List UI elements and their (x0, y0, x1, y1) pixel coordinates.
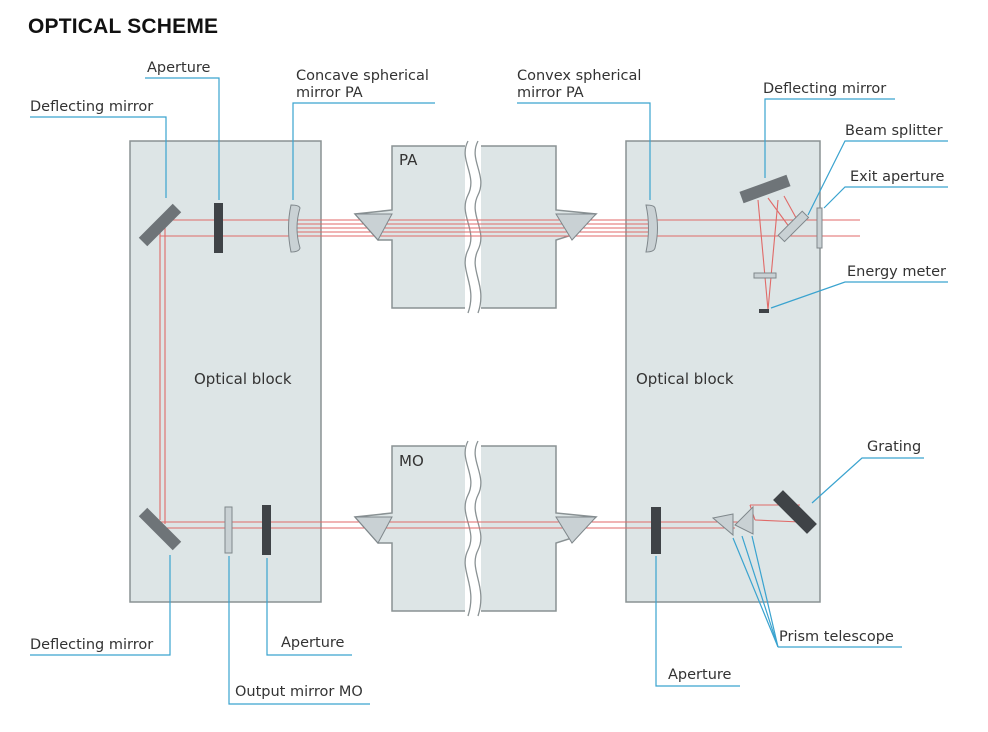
label-exit-aperture: Exit aperture (850, 169, 945, 185)
label-concave-line2: mirror PA (296, 85, 363, 101)
label-deflecting-mirror-top-left: Deflecting mirror (30, 99, 153, 115)
energy-meter-filter (754, 273, 776, 278)
label-convex-line2: mirror PA (517, 85, 584, 101)
energy-meter (759, 309, 769, 313)
label-energy-meter: Energy meter (847, 264, 946, 280)
aperture-bottom-right (651, 507, 661, 554)
aperture-bottom-left (262, 505, 271, 555)
label-grating: Grating (867, 439, 921, 455)
label-aperture-bottom-left: Aperture (281, 635, 345, 651)
pa-label: PA (399, 151, 418, 169)
optical-block-left-label: Optical block (194, 370, 292, 388)
label-aperture-top: Aperture (147, 60, 211, 76)
label-convex-line1: Convex spherical (517, 68, 641, 84)
optical-block-right-label: Optical block (636, 370, 734, 388)
label-concave-line1: Concave spherical (296, 68, 429, 84)
page-title: OPTICAL SCHEME (28, 15, 218, 38)
mo-label: MO (399, 452, 424, 470)
label-aperture-bottom-right: Aperture (668, 667, 732, 683)
pa-break-mark (465, 141, 481, 313)
label-output-mirror-mo: Output mirror MO (235, 684, 363, 700)
output-mirror-mo (225, 507, 232, 553)
label-deflecting-mirror-bottom-left: Deflecting mirror (30, 637, 153, 653)
label-prism-telescope: Prism telescope (779, 629, 894, 645)
exit-aperture (817, 208, 822, 248)
label-deflecting-mirror-top-right: Deflecting mirror (763, 81, 886, 97)
aperture-top-left (214, 203, 223, 253)
label-beam-splitter: Beam splitter (845, 123, 943, 139)
